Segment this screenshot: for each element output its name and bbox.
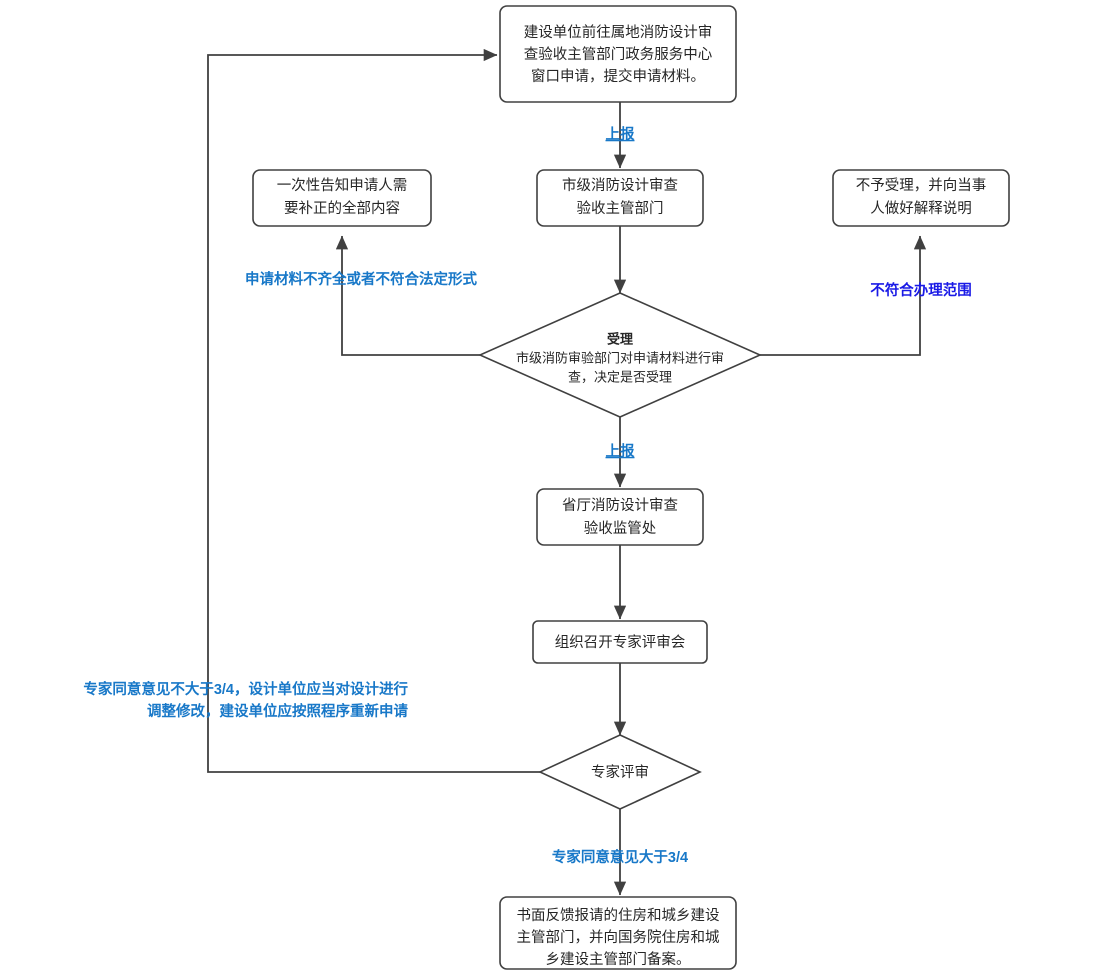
node-expert-meeting[interactable]: 组织召开专家评审会 xyxy=(532,620,708,664)
node-expert-review-shape xyxy=(538,734,702,810)
node-final-report-shape xyxy=(499,896,737,970)
node-city-dept-line-1: 市级消防设计审查 xyxy=(562,177,678,194)
node-final-report-line-3: 乡建设主管部门备案。 xyxy=(546,950,691,968)
edge-label-out-of-scope: 不符合办理范围 xyxy=(870,281,972,299)
edge-label-report-up-1: 上报 xyxy=(606,126,635,143)
node-final-report-line-1: 书面反馈报请的住房和城乡建设 xyxy=(517,907,720,924)
node-accept-decision-line-2: 查，决定是否受理 xyxy=(568,369,672,384)
edge-label-expert-pass: 专家同意意见大于3/4 xyxy=(552,848,688,866)
node-accept-decision[interactable]: 受理 市级消防审验部门对申请材料进行审 查，决定是否受理 xyxy=(478,292,762,418)
node-apply-line-3: 窗口申请，提交申请材料。 xyxy=(531,67,705,85)
node-city-dept-shape xyxy=(536,169,704,227)
node-reject-line-2: 人做好解释说明 xyxy=(870,200,972,217)
node-accept-decision-title: 受理 xyxy=(607,331,633,346)
node-expert-meeting-shape xyxy=(532,620,708,664)
connector-rework-loop xyxy=(207,48,540,773)
node-province-dept-line-1: 省厅消防设计审查 xyxy=(562,497,678,514)
node-apply-shape xyxy=(499,5,737,103)
edge-label-report-up-2: 上报 xyxy=(606,443,635,460)
connector-accept-to-reject xyxy=(760,235,927,356)
node-apply[interactable]: 建设单位前往属地消防设计审 查验收主管部门政务服务中心 窗口申请，提交申请材料。 xyxy=(499,5,737,103)
node-notify-supplement-line-1: 一次性告知申请人需 xyxy=(277,177,408,194)
node-province-dept[interactable]: 省厅消防设计审查 验收监管处 xyxy=(536,488,704,546)
node-final-report[interactable]: 书面反馈报请的住房和城乡建设 主管部门，并向国务院住房和城 乡建设主管部门备案。 xyxy=(499,896,737,970)
node-province-dept-line-2: 验收监管处 xyxy=(584,520,657,537)
node-expert-meeting-label: 组织召开专家评审会 xyxy=(555,634,686,651)
node-notify-supplement[interactable]: 一次性告知申请人需 要补正的全部内容 xyxy=(252,169,432,227)
node-expert-review-label: 专家评审 xyxy=(591,764,649,781)
node-province-dept-shape xyxy=(536,488,704,546)
connector-group xyxy=(207,48,927,896)
node-final-report-line-2: 主管部门，并向国务院住房和城 xyxy=(517,929,720,946)
node-notify-supplement-shape xyxy=(252,169,432,227)
node-apply-line-1: 建设单位前往属地消防设计审 xyxy=(524,24,713,41)
node-notify-supplement-line-2: 要补正的全部内容 xyxy=(284,199,400,217)
node-apply-line-2: 查验收主管部门政务服务中心 xyxy=(524,46,713,63)
connector-accept-to-notify xyxy=(335,235,480,356)
node-reject-shape xyxy=(832,169,1010,227)
node-accept-decision-shape xyxy=(478,292,762,418)
node-reject-line-1: 不予受理，并向当事 xyxy=(856,177,987,194)
edge-label-expert-not-pass-line-2: 调整修改，建设单位应按照程序重新申请 xyxy=(147,702,408,720)
node-city-dept-line-2: 验收主管部门 xyxy=(577,200,664,217)
edge-label-expert-not-pass-line-1: 专家同意意见不大于3/4，设计单位应当对设计进行 xyxy=(83,680,408,698)
node-accept-decision-line-1: 市级消防审验部门对申请材料进行审 xyxy=(516,350,724,365)
edge-label-incomplete-materials: 申请材料不齐全或者不符合法定形式 xyxy=(245,270,477,288)
node-reject[interactable]: 不予受理，并向当事 人做好解释说明 xyxy=(832,169,1010,227)
node-expert-review[interactable]: 专家评审 xyxy=(538,734,702,810)
node-city-dept[interactable]: 市级消防设计审查 验收主管部门 xyxy=(536,169,704,227)
